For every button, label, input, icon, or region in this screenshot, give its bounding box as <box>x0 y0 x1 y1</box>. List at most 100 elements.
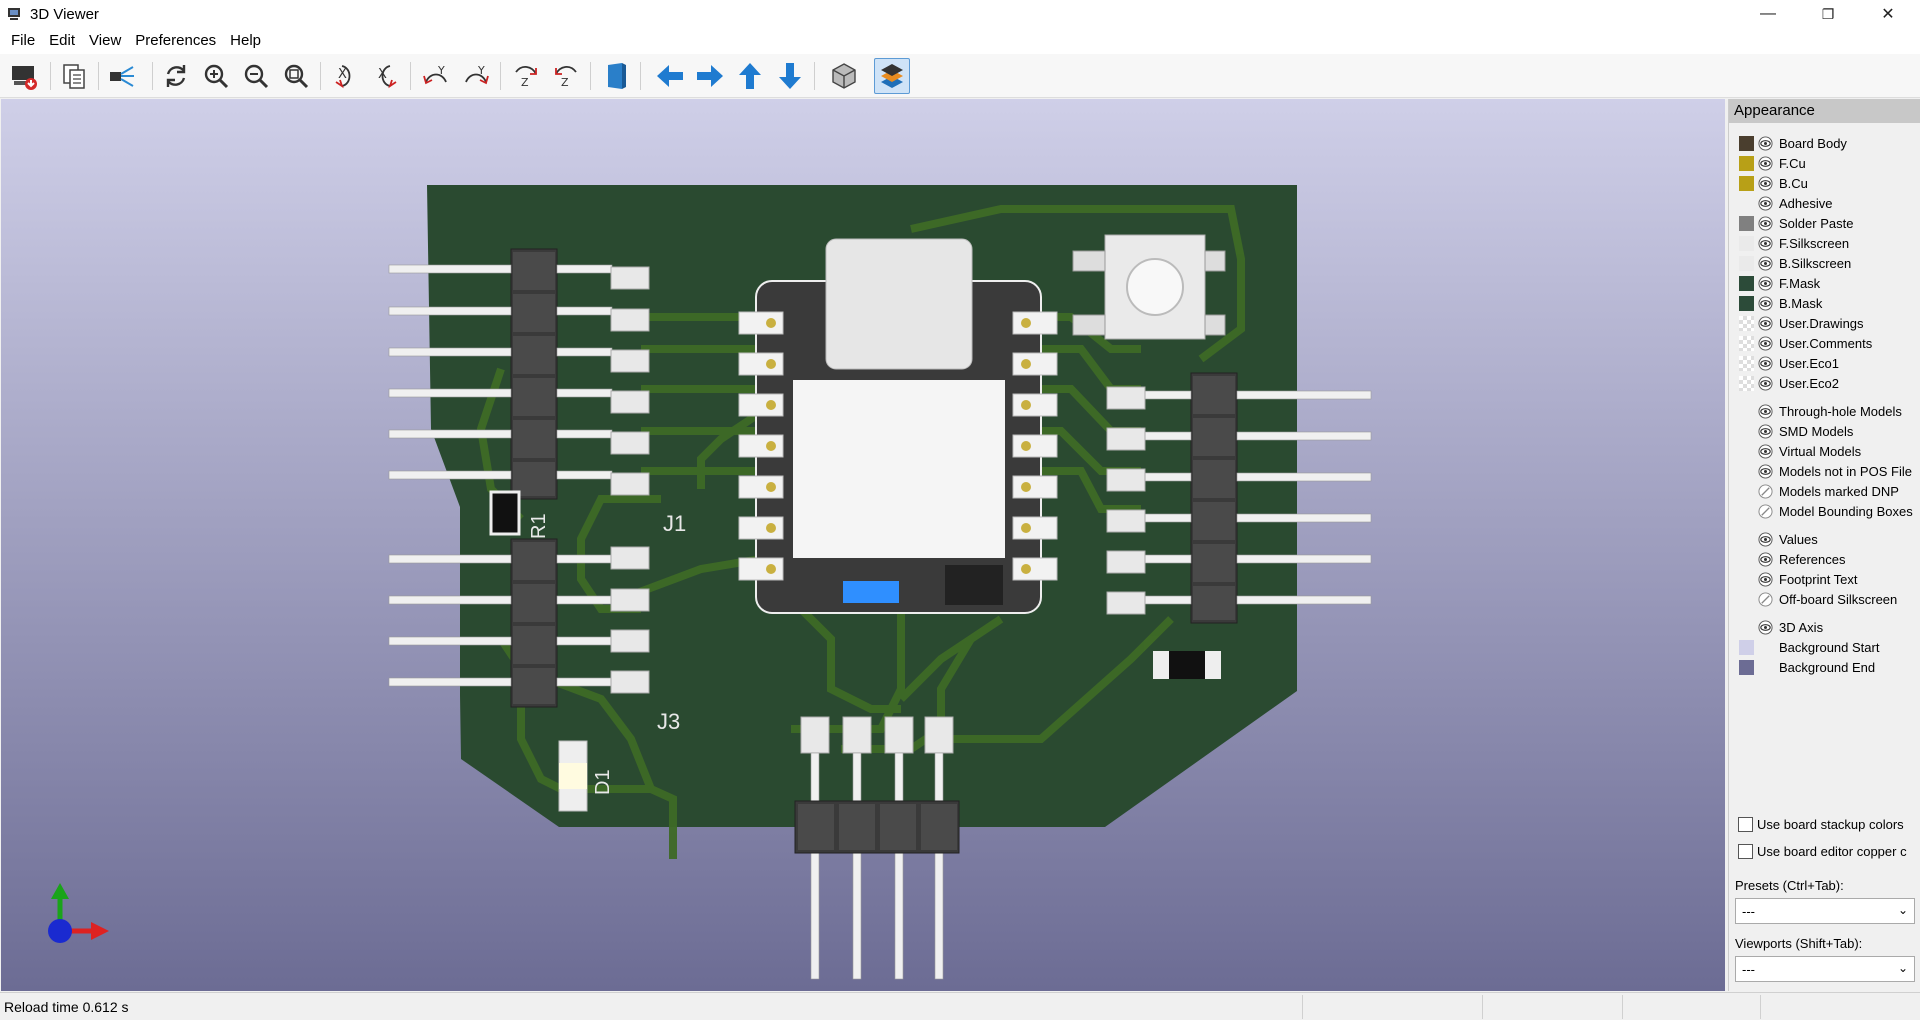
layer-row-footprint-text[interactable]: Footprint Text <box>1739 570 1858 589</box>
rotate-y-cw-button[interactable]: Y <box>418 58 454 94</box>
eye-hidden-icon[interactable] <box>1758 504 1773 519</box>
eye-icon[interactable] <box>1758 356 1773 371</box>
copy-image-button[interactable] <box>56 58 92 94</box>
layer-row-user-eco1[interactable]: User.Eco1 <box>1739 354 1839 373</box>
color-swatch[interactable] <box>1739 216 1754 231</box>
layer-row-background-start[interactable]: Background Start <box>1739 638 1879 657</box>
checkbox-box[interactable] <box>1738 844 1753 859</box>
minimize-button[interactable]: — <box>1760 5 1776 22</box>
layer-row-b-mask[interactable]: B.Mask <box>1739 294 1822 313</box>
layer-row-b-cu[interactable]: B.Cu <box>1739 174 1808 193</box>
layer-row-through-hole-models[interactable]: Through-hole Models <box>1739 402 1902 421</box>
color-swatch[interactable] <box>1739 176 1754 191</box>
eye-icon[interactable] <box>1758 276 1773 291</box>
move-right-button[interactable] <box>692 58 728 94</box>
layer-row-f-silkscreen[interactable]: F.Silkscreen <box>1739 234 1849 253</box>
eye-icon[interactable] <box>1758 216 1773 231</box>
layer-row-user-comments[interactable]: User.Comments <box>1739 334 1872 353</box>
rotate-x-ccw-button[interactable]: X <box>368 58 404 94</box>
eye-icon[interactable] <box>1758 316 1773 331</box>
rotate-z-ccw-button[interactable]: Z <box>548 58 584 94</box>
eye-icon[interactable] <box>1758 464 1773 479</box>
eye-icon[interactable] <box>1758 136 1773 151</box>
layer-label: Adhesive <box>1779 196 1833 211</box>
color-swatch[interactable] <box>1739 156 1754 171</box>
move-up-button[interactable] <box>732 58 768 94</box>
eye-icon[interactable] <box>1758 236 1773 251</box>
layer-row-virtual-models[interactable]: Virtual Models <box>1739 442 1861 461</box>
flip-board-button[interactable] <box>598 58 634 94</box>
color-swatch[interactable] <box>1739 136 1754 151</box>
eye-icon[interactable] <box>1758 444 1773 459</box>
layer-row-user-eco2[interactable]: User.Eco2 <box>1739 374 1839 393</box>
menu-file[interactable]: File <box>11 32 36 49</box>
eye-icon[interactable] <box>1758 296 1773 311</box>
layer-row-smd-models[interactable]: SMD Models <box>1739 422 1853 441</box>
layer-row-values[interactable]: Values <box>1739 530 1818 549</box>
reload-board-button[interactable] <box>6 58 42 94</box>
color-swatch[interactable] <box>1739 276 1754 291</box>
layer-row-models-marked-dnp[interactable]: Models marked DNP <box>1739 482 1899 501</box>
color-swatch[interactable] <box>1739 376 1754 391</box>
layer-row-adhesive[interactable]: Adhesive <box>1739 194 1832 213</box>
checkbox-box[interactable] <box>1738 817 1753 832</box>
layer-row-models-not-in-pos-file[interactable]: Models not in POS File <box>1739 462 1912 481</box>
eye-icon[interactable] <box>1758 620 1773 635</box>
layer-row-user-drawings[interactable]: User.Drawings <box>1739 314 1864 333</box>
eye-icon[interactable] <box>1758 532 1773 547</box>
layer-row-board-body[interactable]: Board Body <box>1739 134 1847 153</box>
eye-hidden-icon[interactable] <box>1758 592 1773 607</box>
zoom-out-button[interactable] <box>238 58 274 94</box>
eye-icon[interactable] <box>1758 176 1773 191</box>
move-left-button[interactable] <box>652 58 688 94</box>
layer-row-f-mask[interactable]: F.Mask <box>1739 274 1820 293</box>
presets-select[interactable]: --- ⌄ <box>1735 898 1915 924</box>
layer-row-solder-paste[interactable]: Solder Paste <box>1739 214 1853 233</box>
menu-help[interactable]: Help <box>230 32 262 49</box>
layer-row-references[interactable]: References <box>1739 550 1845 569</box>
refresh-button[interactable] <box>158 58 194 94</box>
zoom-fit-button[interactable] <box>278 58 314 94</box>
maximize-button[interactable]: ❐ <box>1821 5 1835 22</box>
layers-manager-button[interactable] <box>874 58 910 94</box>
menu-edit[interactable]: Edit <box>49 32 76 49</box>
layer-row-background-end[interactable]: Background End <box>1739 658 1875 677</box>
layer-row-model-bounding-boxes[interactable]: Model Bounding Boxes <box>1739 502 1913 521</box>
menu-view[interactable]: View <box>89 32 122 49</box>
color-swatch[interactable] <box>1739 236 1754 251</box>
editor-copper-checkbox[interactable]: Use board editor copper c <box>1738 844 1907 859</box>
eye-icon[interactable] <box>1758 156 1773 171</box>
color-swatch[interactable] <box>1739 336 1754 351</box>
eye-icon[interactable] <box>1758 424 1773 439</box>
color-swatch[interactable] <box>1739 660 1754 675</box>
viewports-select[interactable]: --- ⌄ <box>1735 956 1915 982</box>
eye-icon[interactable] <box>1758 196 1773 211</box>
eye-hidden-icon[interactable] <box>1758 484 1773 499</box>
layer-row-off-board-silkscreen[interactable]: Off-board Silkscreen <box>1739 590 1897 609</box>
orthographic-button[interactable] <box>826 58 862 94</box>
color-swatch[interactable] <box>1739 356 1754 371</box>
raytrace-button[interactable] <box>104 58 140 94</box>
color-swatch[interactable] <box>1739 256 1754 271</box>
eye-icon[interactable] <box>1758 404 1773 419</box>
eye-icon[interactable] <box>1758 256 1773 271</box>
color-swatch[interactable] <box>1739 316 1754 331</box>
layer-row-3d-axis[interactable]: 3D Axis <box>1739 618 1823 637</box>
rotate-y-ccw-button[interactable]: Y <box>458 58 494 94</box>
eye-icon[interactable] <box>1758 552 1773 567</box>
stackup-colors-checkbox[interactable]: Use board stackup colors <box>1738 817 1904 832</box>
move-down-button[interactable] <box>772 58 808 94</box>
layer-row-f-cu[interactable]: F.Cu <box>1739 154 1806 173</box>
close-button[interactable]: ✕ <box>1881 6 1895 23</box>
color-swatch[interactable] <box>1739 296 1754 311</box>
3d-viewport[interactable]: J1 J3 R1 D1 <box>1 99 1725 991</box>
zoom-in-button[interactable] <box>198 58 234 94</box>
color-swatch[interactable] <box>1739 640 1754 655</box>
rotate-z-cw-button[interactable]: Z <box>508 58 544 94</box>
eye-icon[interactable] <box>1758 376 1773 391</box>
menu-preferences[interactable]: Preferences <box>135 32 217 49</box>
eye-icon[interactable] <box>1758 336 1773 351</box>
rotate-x-cw-button[interactable]: X <box>328 58 364 94</box>
eye-icon[interactable] <box>1758 572 1773 587</box>
layer-row-b-silkscreen[interactable]: B.Silkscreen <box>1739 254 1851 273</box>
